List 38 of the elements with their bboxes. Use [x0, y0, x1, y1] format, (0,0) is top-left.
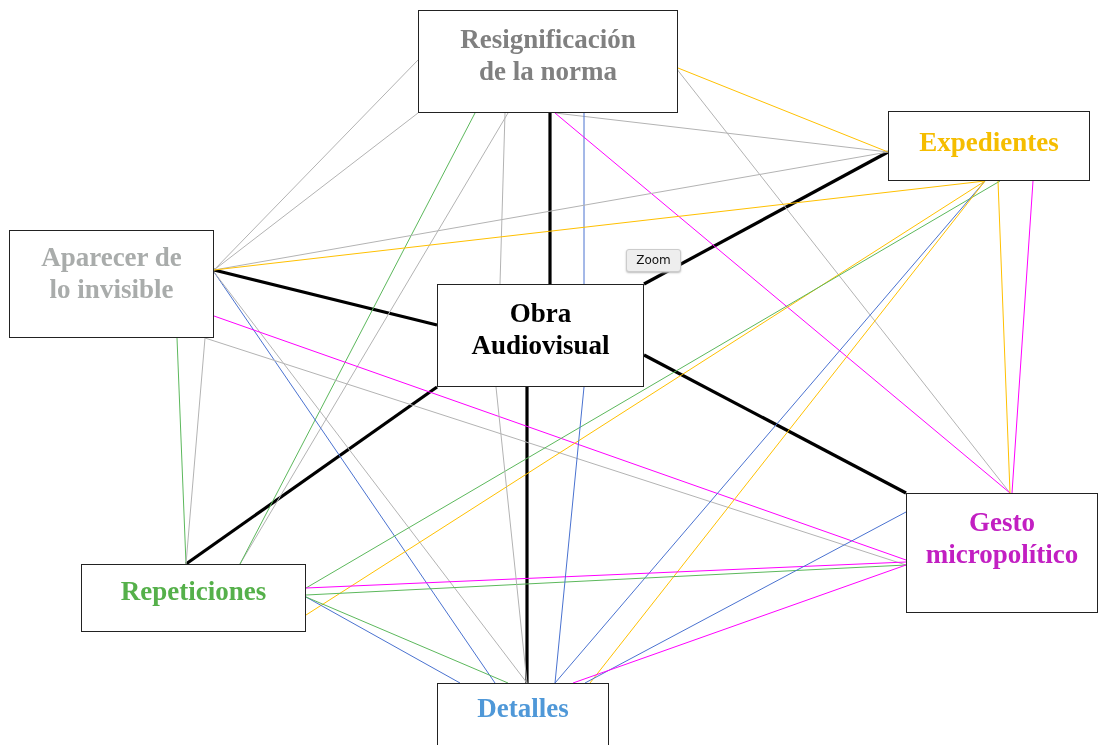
connector-line	[213, 112, 419, 271]
connector-line	[997, 180, 1011, 494]
concept-box	[437, 284, 644, 387]
concept-box	[906, 493, 1098, 613]
connector-line	[554, 112, 1011, 494]
connector-line	[548, 113, 552, 284]
concept-label: Aparecer de lo invisible	[40, 241, 183, 306]
concept-label: Repeticiones	[120, 575, 267, 608]
concept-label: Detalles	[477, 692, 569, 725]
concept-box	[437, 683, 609, 745]
connector-line	[583, 112, 585, 285]
connector-line	[305, 564, 907, 596]
connector-line	[185, 337, 206, 565]
connector-line	[643, 353, 907, 495]
concept-box	[888, 111, 1090, 181]
concept-box	[9, 230, 214, 338]
connector-line	[185, 385, 438, 566]
connector-line	[305, 596, 509, 684]
connector-line	[572, 564, 907, 684]
connector-line	[643, 150, 889, 286]
zoom-button: Zoom	[626, 249, 681, 272]
connector-line	[499, 112, 506, 285]
connector-line	[213, 268, 438, 327]
concept-label: Expedientes	[919, 126, 1059, 159]
connector-line	[525, 387, 529, 683]
connector-line	[1011, 180, 1034, 494]
concept-box	[81, 564, 306, 632]
concept-label: Gesto micropolítico	[924, 506, 1080, 571]
concept-box	[418, 10, 678, 113]
connector-line	[305, 596, 461, 684]
connector-line	[495, 386, 528, 684]
connector-line	[677, 67, 889, 153]
connector-line	[584, 511, 907, 684]
connector-line	[554, 386, 585, 684]
concept-label: Obra Audiovisual	[470, 297, 611, 362]
connector-line	[305, 561, 907, 589]
concept-label: Resignificación de la norma	[459, 23, 637, 88]
connector-line	[176, 337, 187, 565]
